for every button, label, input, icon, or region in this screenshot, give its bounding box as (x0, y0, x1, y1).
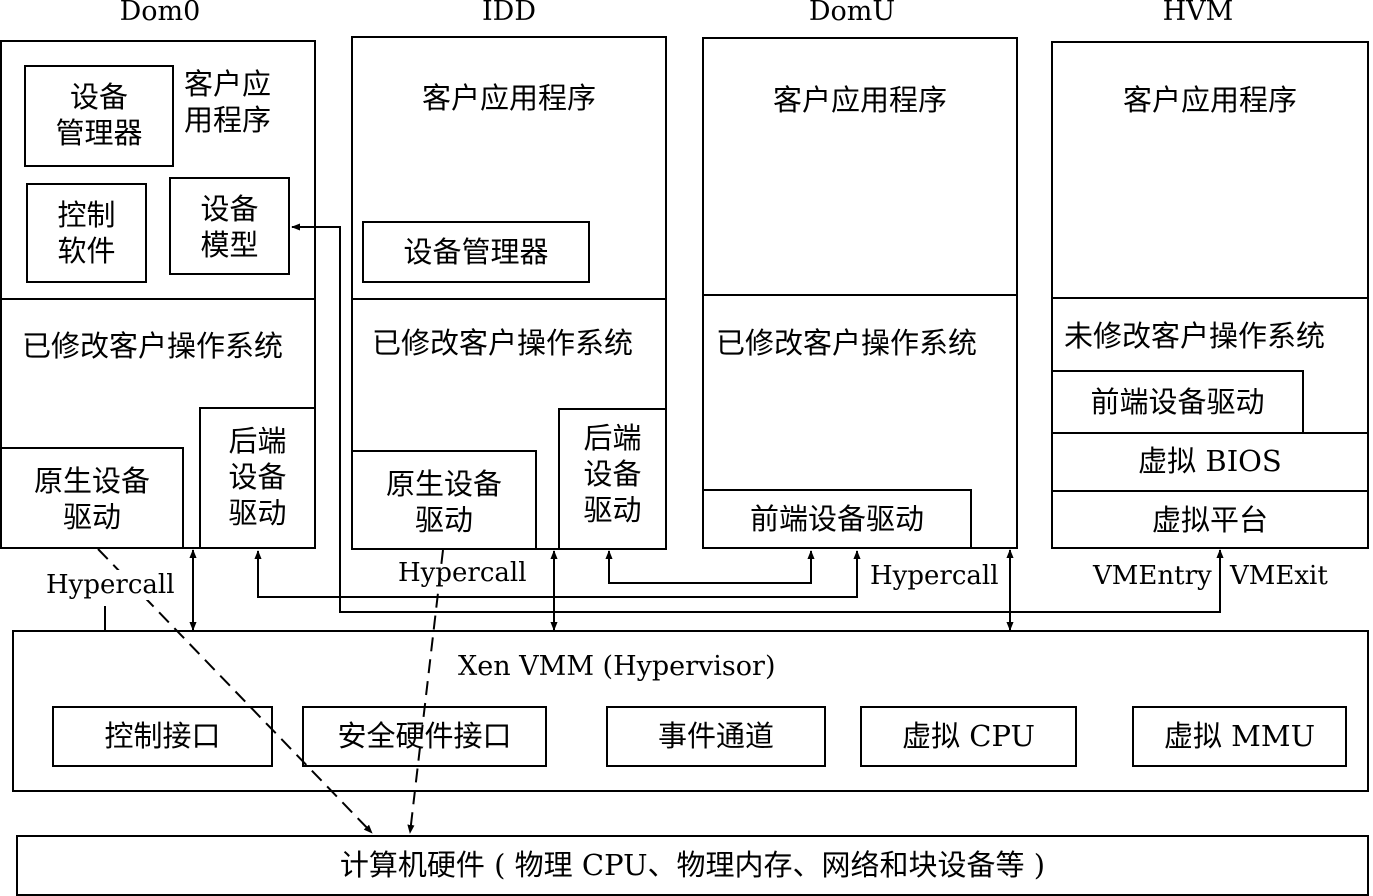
dom0-native-driver-label: 原生设备 驱动 (33, 464, 150, 534)
vmm-virtual-mmu-box: 虚拟 MMU (1132, 706, 1347, 767)
dom0-client-app-label: 客户应 用程序 (184, 67, 272, 137)
dom0-native-driver-box: 原生设备 驱动 (0, 447, 184, 549)
domu-client-app-label: 客户应用程序 (772, 83, 947, 117)
dom0-modified-os-label: 已修改客户操作系统 (22, 329, 284, 363)
dom0-device-manager-box: 设备 管理器 (24, 65, 174, 167)
idd-native-to-hardware-dashed-arrow (407, 549, 444, 834)
vmentry-label: VMEntry (1093, 561, 1212, 591)
dom0-device-model-box: 设备 模型 (169, 177, 290, 275)
vmm-event-channel-label: 事件通道 (657, 719, 774, 753)
dom0-backend-driver-label: 后端 设备 驱动 (228, 424, 287, 530)
hardware-label: 计算机硬件 ( 物理 CPU、物理内存、网络和块设备等 ) (339, 848, 1046, 882)
vmexit-label: VMExit (1230, 561, 1328, 591)
idd-hypercall-label: Hypercall (398, 558, 527, 588)
dom0-control-software-box: 控制 软件 (26, 183, 147, 283)
vmm-virtual-cpu-box: 虚拟 CPU (860, 706, 1077, 767)
xen-vmm-title: Xen VMM (Hypervisor) (458, 651, 776, 682)
hvm-to-dom0-device-model-link (291, 223, 1224, 613)
header-dom0: Dom0 (119, 0, 201, 27)
header-hvm: HVM (1162, 0, 1234, 27)
header-idd: IDD (482, 0, 536, 27)
idd-client-app-label: 客户应用程序 (421, 81, 596, 115)
vmm-control-interface-box: 控制接口 (52, 706, 273, 767)
vmm-control-interface-label: 控制接口 (104, 719, 221, 753)
domu-hypercall-label: Hypercall (870, 561, 999, 591)
dom0-device-model-label: 设备 模型 (200, 192, 259, 262)
vmm-virtual-mmu-label: 虚拟 MMU (1163, 719, 1316, 753)
dom0-device-manager-label: 设备 管理器 (55, 80, 143, 150)
dom0-control-software-label: 控制 软件 (57, 198, 116, 268)
dom0-hypercall-label: Hypercall (46, 570, 175, 600)
vmm-event-channel-box: 事件通道 (606, 706, 826, 767)
idd-backend-domu-frontend-link (605, 550, 815, 584)
vmm-secure-hw-interface-label: 安全硬件接口 (337, 719, 512, 753)
hvm-client-app-label: 客户应用程序 (1122, 83, 1297, 117)
vmm-virtual-cpu-label: 虚拟 CPU (902, 719, 1035, 753)
dom0-backend-domu-frontend-link (254, 550, 861, 598)
header-domu: DomU (808, 0, 896, 27)
hardware-box: 计算机硬件 ( 物理 CPU、物理内存、网络和块设备等 ) (16, 835, 1369, 896)
